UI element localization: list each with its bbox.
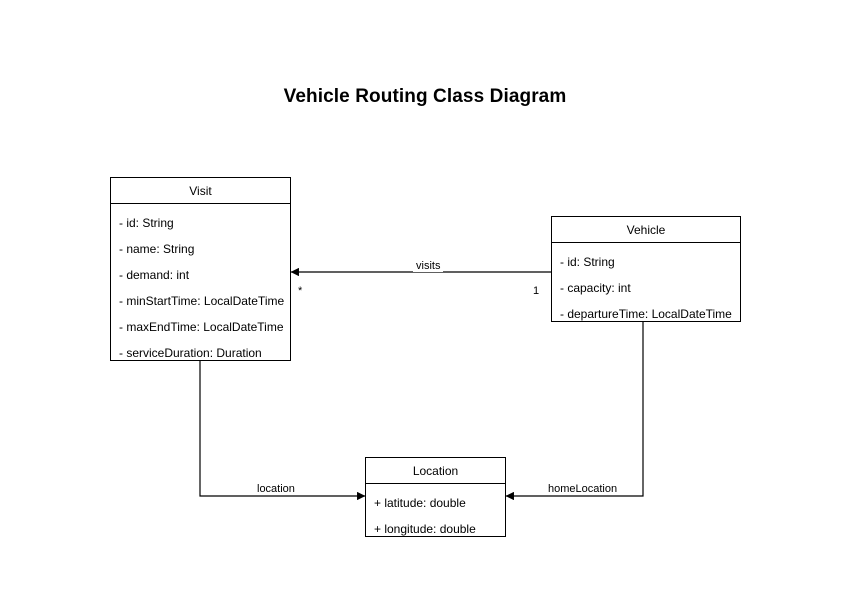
class-name-location: Location <box>366 458 505 484</box>
attribute-row: + latitude: double <box>374 495 466 510</box>
edge-label-visits: visits <box>413 260 444 272</box>
class-attributes-location: + latitude: double + longitude: double <box>366 484 505 549</box>
class-name-vehicle: Vehicle <box>552 217 740 243</box>
class-box-location[interactable]: Location + latitude: double + longitude:… <box>365 457 506 537</box>
attribute-row: - serviceDuration: Duration <box>119 345 262 360</box>
class-attributes-vehicle: - id: String - capacity: int - departure… <box>552 243 740 334</box>
class-name-visit: Visit <box>111 178 290 204</box>
class-box-visit[interactable]: Visit - id: String - name: String - dema… <box>110 177 291 361</box>
attribute-row: - capacity: int <box>560 280 631 295</box>
class-box-vehicle[interactable]: Vehicle - id: String - capacity: int - d… <box>551 216 741 322</box>
multiplicity-visits-source: 1 <box>533 285 540 297</box>
class-attributes-visit: - id: String - name: String - demand: in… <box>111 204 290 373</box>
attribute-row: - id: String <box>119 215 174 230</box>
attribute-row: - departureTime: LocalDateTime <box>560 306 732 321</box>
edge-label-home-location: homeLocation <box>545 483 621 495</box>
attribute-row: - demand: int <box>119 267 190 282</box>
attribute-row: - minStartTime: LocalDateTime <box>119 293 285 308</box>
attribute-row: - name: String <box>119 241 195 256</box>
edge-home-location <box>505 322 644 501</box>
attribute-row: + longitude: double <box>374 521 476 536</box>
attribute-row: - id: String <box>560 254 615 269</box>
attribute-row: - maxEndTime: LocalDateTime <box>119 319 284 334</box>
edge-label-location: location <box>254 483 298 495</box>
page-title: Vehicle Routing Class Diagram <box>283 86 567 107</box>
multiplicity-visits-target: * <box>298 285 303 297</box>
edge-location <box>199 361 366 501</box>
